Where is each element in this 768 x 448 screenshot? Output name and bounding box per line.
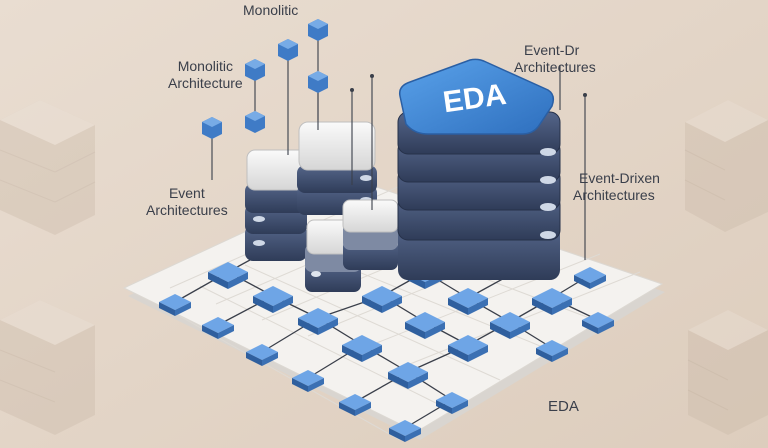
node [490, 312, 530, 339]
node [159, 294, 191, 316]
cube [308, 19, 328, 41]
label-line: Architectures [146, 202, 228, 218]
cube [202, 117, 222, 139]
label-event-architectures: Event Architectures [146, 185, 228, 219]
label-line: Event [168, 185, 205, 201]
node [405, 312, 445, 339]
node [362, 286, 402, 313]
node [202, 317, 234, 339]
label-line: Architecture [168, 75, 243, 91]
node [574, 267, 606, 289]
node [536, 340, 568, 362]
eda-badge: EDA [398, 58, 555, 135]
label-monolitic-architecture: Monolitic Architecture [168, 58, 243, 92]
label-event-driven-architectures: Event-Drixen Architectures [573, 170, 660, 204]
server-stack-mid [297, 121, 377, 215]
bg-server-stack-right-top [684, 100, 768, 232]
node [448, 335, 488, 362]
node [388, 362, 428, 389]
label-event-dr-architectures: Event-Dr Architectures [514, 42, 596, 76]
bg-server-stack-left-top [0, 100, 96, 235]
node [389, 420, 421, 442]
node [298, 308, 338, 335]
cube [308, 71, 328, 93]
node [436, 392, 468, 414]
label-line: Architectures [514, 59, 596, 75]
node [448, 288, 488, 315]
node [582, 312, 614, 334]
node [342, 335, 382, 362]
label-line: Architectures [573, 187, 655, 203]
server-stack-left [245, 149, 308, 261]
bg-server-stack-right-bottom [687, 310, 768, 435]
label-line: Event-Dr [524, 42, 580, 58]
node [292, 370, 324, 392]
label-line: Event-Drixen [579, 170, 660, 186]
cube [278, 39, 298, 61]
server-stack-small-right [342, 199, 399, 270]
node [246, 344, 278, 366]
node [339, 394, 371, 416]
cube [245, 111, 265, 133]
cube [245, 59, 265, 81]
label-monolitic-top: Monolitic [243, 2, 299, 18]
bg-server-stack-left-bottom [0, 300, 95, 435]
node [208, 262, 248, 289]
label-line: Monolitic [177, 58, 233, 74]
floating-cubes [202, 19, 587, 260]
node [532, 288, 572, 315]
label-eda-bottom: EDA [548, 398, 579, 415]
node [253, 286, 293, 313]
eda-server-stack [397, 111, 561, 280]
